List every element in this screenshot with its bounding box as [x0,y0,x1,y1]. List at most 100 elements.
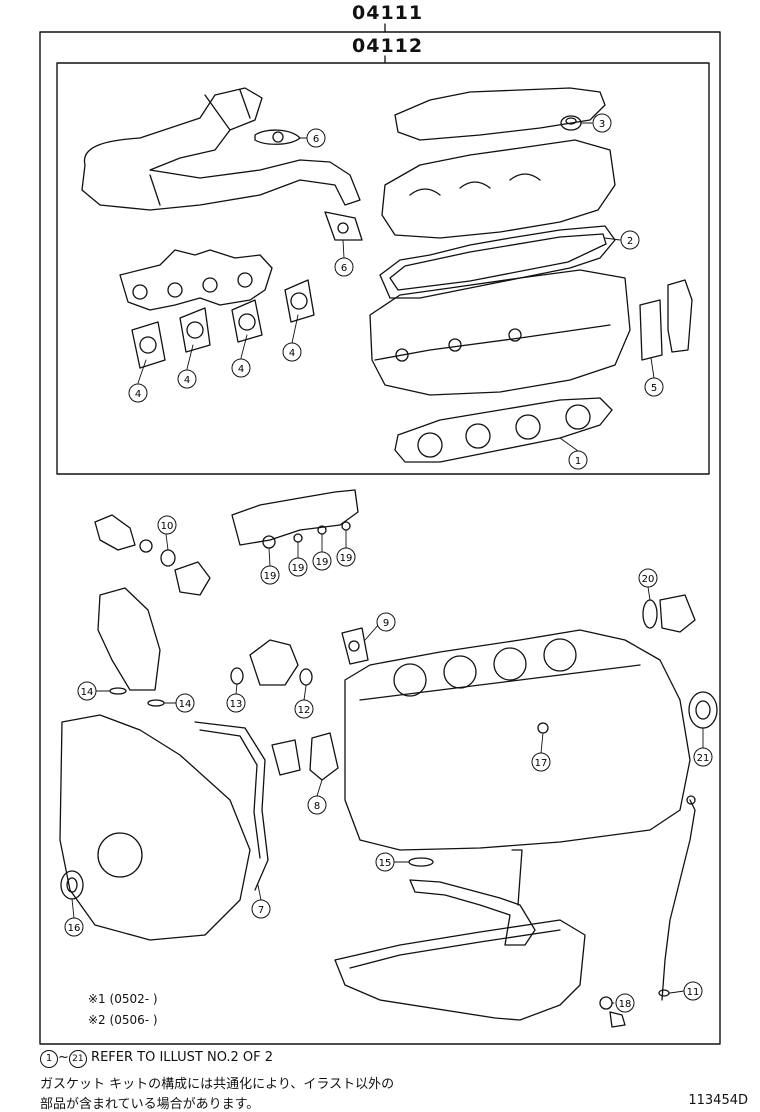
svg-text:8: 8 [314,801,320,812]
note-1: ※1 (0502- ) [88,992,158,1006]
svg-text:19: 19 [316,557,329,568]
oil-pan [334,919,586,1021]
svg-text:15: 15 [379,858,392,869]
note-2-mark: ※2 [88,1013,106,1027]
strainer-gasket [408,857,434,867]
leader-lines [71,122,704,1004]
note-2: ※2 (0506- ) [88,1013,158,1027]
callout-10: 10 [157,515,177,535]
cylinder-block [344,629,691,851]
callout-21: 21 [693,747,713,767]
svg-text:20: 20 [642,574,655,585]
drawing-id: 113454D [688,1093,748,1108]
water-outlet [94,514,136,551]
pipe-gasket-lower [324,211,363,241]
svg-text:14: 14 [179,699,192,710]
callout-18: 18 [615,993,635,1013]
callout-14a: 14 [77,681,97,701]
svg-text:12: 12 [298,705,311,716]
callout-2: 2 [620,230,640,250]
head-cover-body [381,139,616,239]
callout-4a: 4 [128,383,148,403]
svg-text:4: 4 [289,348,295,359]
range-end-badge: 21 [68,1050,87,1068]
o-ring-11 [658,989,670,997]
timing-cover-gasket [194,721,269,891]
svg-text:2: 2 [627,236,633,247]
cylinder-head [369,269,631,396]
callout-6a: 6 [306,128,326,148]
callout-6b: 6 [334,257,354,277]
callout-4d: 4 [282,342,302,362]
oil-pump-gasket [309,732,339,781]
callout-19d: 19 [336,547,356,567]
callout-4b: 4 [177,369,197,389]
oil-strainer [409,879,536,946]
refer-line: 1~21 REFER TO ILLUST NO.2 OF 2 [40,1050,273,1068]
drain-plug-gasket [599,996,613,1010]
svg-text:11: 11 [687,987,700,998]
head-gasket [394,397,613,463]
svg-text:14: 14 [81,687,94,698]
exhaust-manifold [119,249,273,311]
svg-text:19: 19 [292,563,305,574]
note-1-mark: ※1 [88,992,106,1006]
plug-17 [537,722,549,734]
timing-cover [59,714,251,941]
svg-text:4: 4 [238,364,244,375]
gasket-9 [341,627,369,665]
callout-14b: 14 [175,693,195,713]
svg-text:19: 19 [264,571,277,582]
callout-17: 17 [531,752,551,772]
svg-text:18: 18 [619,999,632,1010]
callout-11: 11 [683,981,703,1001]
svg-text:21: 21 [697,753,710,764]
range-separator: ~ [58,1050,69,1065]
note-2-text: (0506- ) [109,1013,158,1027]
note-1-text: (0502- ) [109,992,158,1006]
callout-9: 9 [376,612,396,632]
callout-3: 3 [592,113,612,133]
head-cover [394,87,606,141]
intake-pipe [81,87,361,211]
water-pump [97,587,161,691]
svg-text:16: 16 [68,923,81,934]
rear-oil-seal [688,691,718,729]
intake-plate [231,489,359,546]
svg-text:17: 17 [535,758,548,769]
callout-5: 5 [644,377,664,397]
outer-kit-frame [39,31,721,1045]
callout-19a: 19 [260,565,280,585]
thermostat-housing [249,639,299,686]
svg-text:4: 4 [184,375,190,386]
refer-text: REFER TO ILLUST NO.2 OF 2 [91,1050,274,1065]
inner-kit-code: 04112 [352,35,424,57]
svg-text:19: 19 [340,553,353,564]
front-oil-seal [60,870,84,900]
svg-text:6: 6 [341,263,347,274]
svg-text:13: 13 [230,699,243,710]
manifold-gaskets [131,279,315,369]
callout-13: 13 [226,693,246,713]
callout-12: 12 [294,699,314,719]
callout-4c: 4 [231,358,251,378]
callout-1: 1 [568,450,588,470]
oil-dipstick [661,799,696,1001]
inner-kit-frame [56,62,710,475]
jp-note-line-2: 部品が含まれている場合があります。 [40,1097,260,1112]
outer-kit-code: 04111 [352,2,424,24]
svg-text:10: 10 [161,521,174,532]
callout-8: 8 [307,795,327,815]
o-ring-12 [299,668,313,686]
callout-19b: 19 [288,557,308,577]
callouts: 1 2 3 4 4 4 4 5 6 6 7 8 9 10 11 12 13 14… [64,113,713,1013]
svg-text:3: 3 [599,119,605,130]
o-ring-13 [230,667,244,685]
svg-text:7: 7 [258,905,264,916]
callout-19c: 19 [312,551,332,571]
svg-text:6: 6 [313,134,319,145]
svg-text:9: 9 [383,618,389,629]
svg-text:4: 4 [135,389,141,400]
o-ring-10 [160,549,176,567]
